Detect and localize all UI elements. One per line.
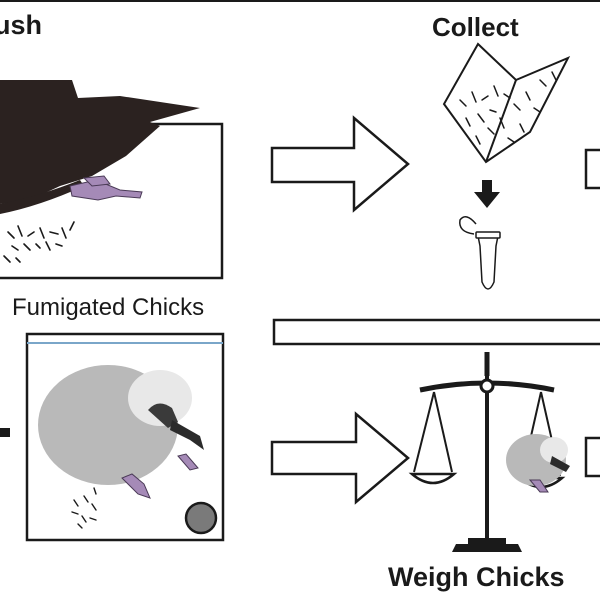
- lice-specks-brush: [3, 221, 75, 263]
- lice-specks-bag: [71, 487, 97, 529]
- next-step-box-bottom: [584, 436, 600, 478]
- adult-bird-icon: [0, 80, 200, 214]
- down-arrow-icon: [474, 180, 500, 208]
- next-step-box-top: [584, 148, 600, 190]
- process-arrow-1: [270, 115, 410, 213]
- step-label-fumigated: Fumigated Chicks: [12, 294, 205, 321]
- step-label-collect: Collect: [432, 12, 519, 42]
- connector-bar: [272, 318, 600, 346]
- paper-envelope-icon: [442, 42, 571, 164]
- step-label-brush: ush: [0, 10, 43, 40]
- microtube-icon: [459, 216, 501, 290]
- step-label-weigh: Weigh Chicks: [388, 562, 565, 592]
- weight-ball: [184, 501, 218, 535]
- left-connector: [0, 428, 10, 437]
- brush-panel: [0, 80, 224, 280]
- scale-chick-icon: [506, 434, 570, 493]
- chick-icon: [38, 365, 204, 499]
- process-arrow-2: [270, 411, 410, 505]
